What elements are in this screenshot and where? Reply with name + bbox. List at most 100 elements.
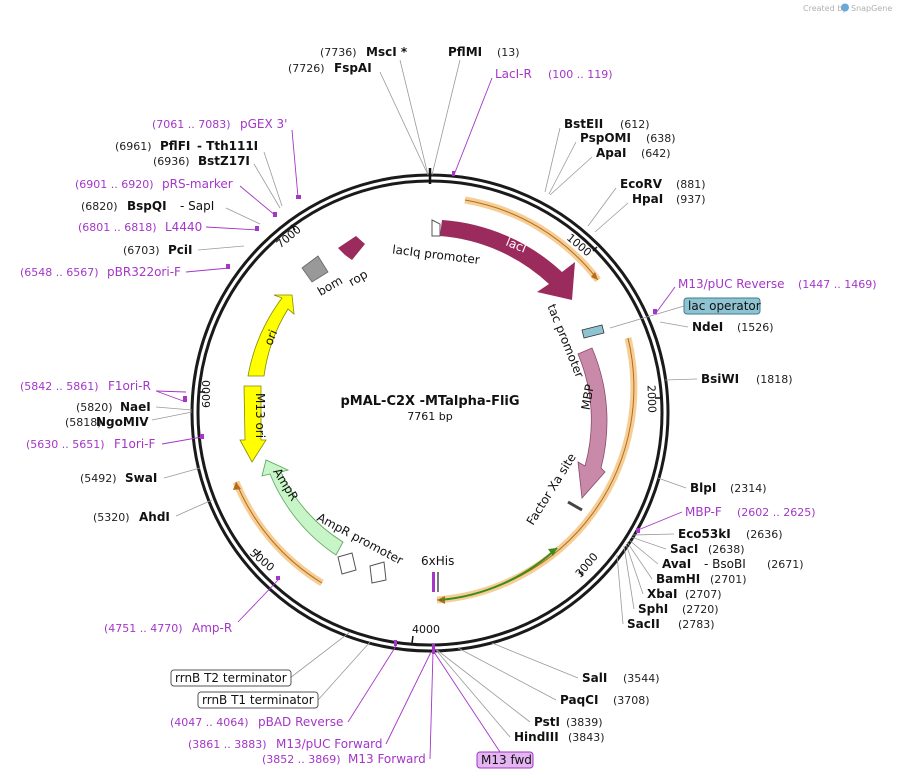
site-sphI: SphI (2720): [623, 545, 719, 616]
watermark-created-by: Created by: [803, 4, 847, 13]
primer-pbad-reverse[interactable]: (4047 .. 4064) pBAD Reverse: [170, 640, 397, 729]
svg-text:(5630 .. 5651): (5630 .. 5651): [26, 438, 105, 451]
svg-text:PflFI: PflFI: [160, 139, 190, 153]
primer-laci-r[interactable]: LacI-R (100 .. 119): [452, 67, 613, 176]
site-sacI: SacI (2638): [630, 536, 745, 556]
primer-pgex-3[interactable]: (7061 .. 7083) pGEX 3': [152, 117, 301, 199]
ori-label: ori: [261, 328, 280, 348]
svg-text:BamHI: BamHI: [656, 572, 700, 586]
svg-text:(6936): (6936): [153, 155, 190, 168]
site-pflFI: (6961) PflFI - Tth111I: [115, 139, 283, 207]
svg-text:L4440: L4440: [165, 220, 202, 234]
svg-text:(1818): (1818): [756, 373, 793, 386]
site-eco53kI: Eco53kI (2636): [631, 527, 783, 541]
primer-m13-puc-reverse[interactable]: M13/pUC Reverse (1447 .. 1469): [653, 277, 877, 314]
site-pflMI: PflMI (13): [431, 45, 520, 176]
ampr-promoter-feature-2: [369, 561, 387, 584]
svg-text:(7061 .. 7083): (7061 .. 7083): [152, 118, 231, 131]
primer-mbp-f[interactable]: MBP-F (2602 .. 2625): [636, 505, 816, 533]
svg-text:(13): (13): [497, 46, 520, 59]
svg-text:(5820): (5820): [76, 401, 113, 414]
svg-text:(2783): (2783): [678, 618, 715, 631]
svg-text:(1526): (1526): [737, 321, 774, 334]
site-xbaI: XbaI (2707): [625, 543, 722, 601]
svg-text:NaeI: NaeI: [120, 400, 151, 414]
svg-text:(2636): (2636): [746, 528, 783, 541]
primer-m13-forward[interactable]: (3852 .. 3869) M13 Forward: [262, 651, 434, 766]
tick-2000: 2000: [644, 385, 661, 413]
svg-text:NdeI: NdeI: [692, 320, 723, 334]
svg-text:HindIII: HindIII: [514, 730, 559, 744]
m13-ori-feature: [239, 385, 267, 463]
svg-text:(5320): (5320): [93, 511, 130, 524]
primer-l4440[interactable]: (6801 .. 6818) L4440: [78, 220, 259, 234]
green-feature-arc: [439, 547, 558, 601]
plasmid-name: pMAL-C2X -MTalpha-FliG: [340, 394, 519, 409]
his-label: 6xHis: [421, 554, 454, 568]
rop-label: rop: [346, 267, 370, 289]
svg-text:(6820): (6820): [81, 200, 118, 213]
svg-text:(5842 .. 5861): (5842 .. 5861): [20, 380, 99, 393]
site-sacII: SacII (2783): [616, 554, 715, 631]
svg-text:(6961): (6961): [115, 140, 152, 153]
site-mscI: (7736) MscI *: [320, 45, 429, 176]
svg-text:LacI-R: LacI-R: [495, 67, 532, 81]
box-m13-fwd[interactable]: M13 fwd: [432, 644, 534, 769]
orf-arrow-ampr: [233, 482, 241, 490]
svg-text:NgoMIV: NgoMIV: [96, 415, 149, 429]
svg-text:(2707): (2707): [685, 588, 722, 601]
svg-text:BspQI: BspQI: [127, 199, 167, 213]
primer-pbr322ori-f[interactable]: (6548 .. 6567) pBR322ori-F: [20, 264, 230, 279]
site-fspAI: (7726) FspAI: [288, 61, 429, 176]
primer-prs-marker[interactable]: (6901 .. 6920) pRS-marker: [75, 177, 277, 217]
orf-arc-mbp: [436, 337, 638, 604]
svg-text:Amp-R: Amp-R: [192, 621, 232, 635]
box-rrnb-t2: rrnB T2 terminator: [170, 631, 351, 687]
orf-arrow-laci: [591, 272, 598, 280]
site-ngoMIV: (5818) NgoMIV: [65, 411, 193, 429]
box-lac-operator: lac operator: [609, 297, 761, 329]
site-salI: SalI (3544): [491, 642, 660, 685]
svg-text:(2638): (2638): [708, 543, 745, 556]
orf-line-laci: [464, 199, 599, 281]
primer-f1ori-f[interactable]: (5630 .. 5651) F1ori-F: [26, 434, 204, 451]
svg-text:PstI: PstI: [534, 715, 560, 729]
site-bstZ17I: (6936) BstZ17I: [153, 154, 281, 209]
rop-feature: [338, 236, 365, 260]
svg-text:(1447 .. 1469): (1447 .. 1469): [798, 278, 877, 291]
svg-text:- SapI: - SapI: [180, 199, 214, 213]
svg-text:AhdI: AhdI: [139, 510, 170, 524]
svg-text:(3843): (3843): [568, 731, 605, 744]
svg-text:SalI: SalI: [582, 671, 607, 685]
box-rrnb-t1: rrnB T1 terminator: [197, 641, 371, 709]
svg-text:SphI: SphI: [638, 602, 668, 616]
primer-amp-r[interactable]: (4751 .. 4770) Amp-R: [104, 576, 281, 635]
site-apaI: ApaI (642): [549, 146, 671, 196]
snapgene-logo-icon: [841, 3, 849, 12]
svg-text:F1ori-R: F1ori-R: [108, 379, 151, 393]
svg-text:M13 fwd: M13 fwd: [481, 753, 532, 767]
svg-text:(100 .. 119): (100 .. 119): [548, 68, 613, 81]
svg-text:(3852 .. 3869): (3852 .. 3869): [262, 753, 341, 766]
site-pspOMI: PspOMI (638): [548, 131, 676, 195]
site-bspQI: (6820) BspQI - SapI: [81, 199, 261, 225]
svg-text:(2602 .. 2625): (2602 .. 2625): [737, 506, 816, 519]
svg-text:rrnB T1 terminator: rrnB T1 terminator: [202, 693, 314, 707]
site-ndeI: NdeI (1526): [659, 320, 774, 334]
site-bstEII: BstEII (612): [544, 117, 650, 193]
primer-m13-puc-forward[interactable]: (3861 .. 3883) M13/pUC Forward: [188, 651, 432, 751]
svg-text:(2720): (2720): [682, 603, 719, 616]
svg-text:(2701): (2701): [710, 573, 747, 586]
svg-text:PflMI: PflMI: [448, 45, 482, 59]
svg-text:EcoRV: EcoRV: [620, 177, 663, 191]
svg-text:SwaI: SwaI: [125, 471, 157, 485]
laci-feature: [440, 220, 575, 300]
factor-xa-label: Factor Xa site: [524, 451, 579, 528]
svg-text:M13/pUC Forward: M13/pUC Forward: [276, 737, 383, 751]
svg-text:(6703): (6703): [123, 244, 160, 257]
svg-text:pRS-marker: pRS-marker: [162, 177, 233, 191]
site-ecoRV: EcoRV (881): [587, 177, 706, 227]
primer-f1ori-r[interactable]: (5842 .. 5861) F1ori-R: [20, 379, 187, 403]
svg-text:(3861 .. 3883): (3861 .. 3883): [188, 738, 267, 751]
